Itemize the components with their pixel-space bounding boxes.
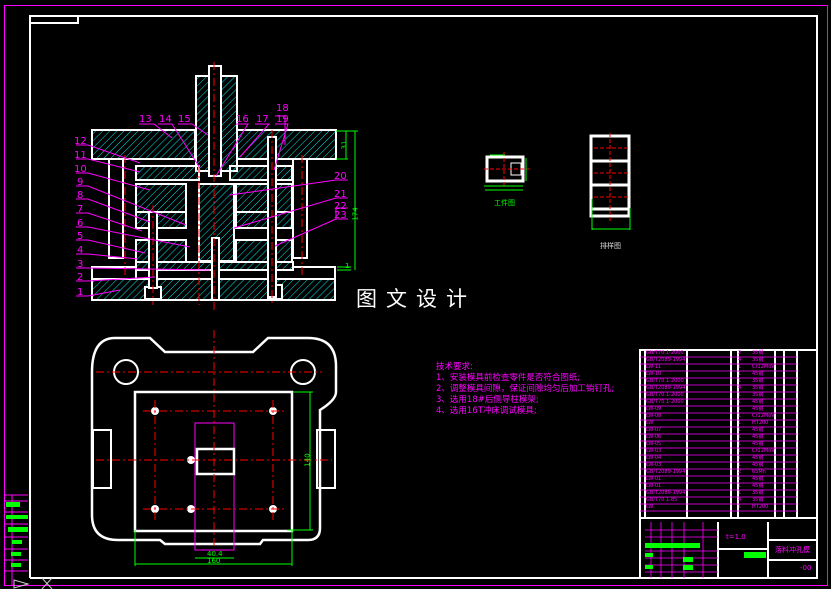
part-label-10: 10 <box>74 164 87 175</box>
side-strip <box>4 494 53 589</box>
section-dimensions <box>336 130 358 271</box>
workpiece-caption: 工件图 <box>494 199 515 207</box>
dim-bottom-gap: 1 <box>345 262 350 270</box>
part-label-5: 5 <box>77 231 84 242</box>
part-label-14: 14 <box>159 114 172 125</box>
frame-tab <box>30 16 79 24</box>
dim-outer-width: 160 <box>207 557 221 565</box>
dim-plan-height: 140 <box>303 453 312 467</box>
tech-item-1: 1、安装模具前检查零件是否符合图纸; <box>436 373 581 383</box>
part-label-6: 6 <box>77 218 84 229</box>
part-label-12: 12 <box>74 136 87 147</box>
part-label-23: 23 <box>334 210 347 221</box>
part-label-13: 13 <box>139 114 152 125</box>
part-label-18: 18 <box>276 103 289 114</box>
parts-list-rows <box>640 356 797 578</box>
part-label-4: 4 <box>77 245 84 256</box>
dim-inner-width: 40.4 <box>207 550 223 558</box>
part-label-2: 2 <box>77 272 84 283</box>
strip-layout-drawing <box>589 133 631 230</box>
drawing-watermark-title: 图文设计 <box>356 287 476 311</box>
part-label-7: 7 <box>77 204 84 215</box>
tech-heading: 技术要求: <box>436 362 473 372</box>
part-label-9: 9 <box>77 177 84 188</box>
technical-requirements: 技术要求: 1、安装模具前检查零件是否符合图纸; 2、调整模具间隙，保证间隙均匀… <box>436 362 614 417</box>
inner-frame <box>29 15 818 579</box>
tech-item-2: 2、调整模具间隙，保证间隙均匀后加工销钉孔; <box>436 384 615 394</box>
part-label-11: 11 <box>74 150 87 161</box>
workpiece-drawing <box>484 152 530 191</box>
leader-lines <box>76 115 348 297</box>
section-view <box>91 62 337 310</box>
tech-item-4: 4、选用16T冲床调试模具; <box>436 406 537 416</box>
title-block-drawing-name: 落料冲孔模 <box>775 546 810 554</box>
title-block-fills <box>645 543 766 570</box>
tech-item-3: 3、选用18#后侧导柱模架; <box>436 395 539 405</box>
dim-total-height: 174 <box>351 207 360 221</box>
outer-frame <box>4 5 828 586</box>
part-label-16: 16 <box>236 114 249 125</box>
part-label-1: 1 <box>77 287 84 298</box>
part-label-15: 15 <box>178 114 191 125</box>
plan-view <box>90 330 338 566</box>
title-block-thickness: t=1.0 <box>726 533 746 541</box>
part-label-19: 19 <box>276 114 289 125</box>
part-label-3: 3 <box>77 259 84 270</box>
part-label-8: 8 <box>77 190 84 201</box>
part-label-22: 22 <box>334 201 347 212</box>
part-label-21: 21 <box>334 189 347 200</box>
part-label-20: 20 <box>334 171 347 182</box>
strip-layout-caption: 排样图 <box>600 242 621 250</box>
dim-upper-plate: 31 <box>340 140 349 150</box>
part-label-17: 17 <box>256 114 269 125</box>
title-block-drawing-no: -00 <box>800 564 812 572</box>
